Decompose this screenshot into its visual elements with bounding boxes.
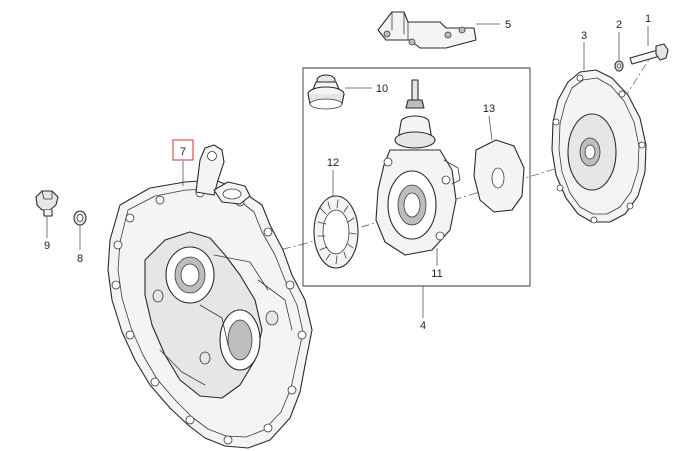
cover-gasket-part-3[interactable] bbox=[551, 69, 647, 224]
callout-7-highlight-box bbox=[172, 139, 194, 161]
callout-2-label[interactable]: 2 bbox=[616, 19, 622, 31]
callout-7-label[interactable]: 7 bbox=[180, 146, 186, 158]
callout-12-label[interactable]: 12 bbox=[327, 157, 339, 169]
callout-4-label[interactable]: 4 bbox=[420, 320, 426, 332]
washer-part-2[interactable] bbox=[614, 60, 624, 72]
actuator-part-11[interactable] bbox=[375, 79, 461, 256]
callout-8-label[interactable]: 8 bbox=[77, 253, 83, 265]
boot-part-10[interactable] bbox=[307, 74, 345, 110]
callout-9-label[interactable]: 9 bbox=[44, 240, 50, 252]
plug-bolt-part-9[interactable] bbox=[35, 190, 59, 217]
callout-1-label[interactable]: 1 bbox=[645, 13, 651, 25]
shield-plate-part-13[interactable] bbox=[473, 139, 525, 213]
housing-part-7[interactable] bbox=[107, 144, 313, 449]
callout-5-label[interactable]: 5 bbox=[505, 19, 511, 31]
callout-13-leader bbox=[488, 115, 493, 141]
callout-3-label[interactable]: 3 bbox=[581, 30, 587, 42]
bolt-part-1[interactable] bbox=[629, 43, 669, 65]
washer-part-8[interactable] bbox=[73, 210, 87, 226]
callout-10-label[interactable]: 10 bbox=[376, 83, 388, 95]
part-4-group-box bbox=[302, 67, 531, 287]
callout-13-label[interactable]: 13 bbox=[483, 103, 495, 115]
callout-11-label[interactable]: 11 bbox=[431, 268, 442, 280]
bracket-part-5[interactable] bbox=[377, 11, 477, 49]
tone-ring-part-12[interactable] bbox=[313, 195, 359, 269]
